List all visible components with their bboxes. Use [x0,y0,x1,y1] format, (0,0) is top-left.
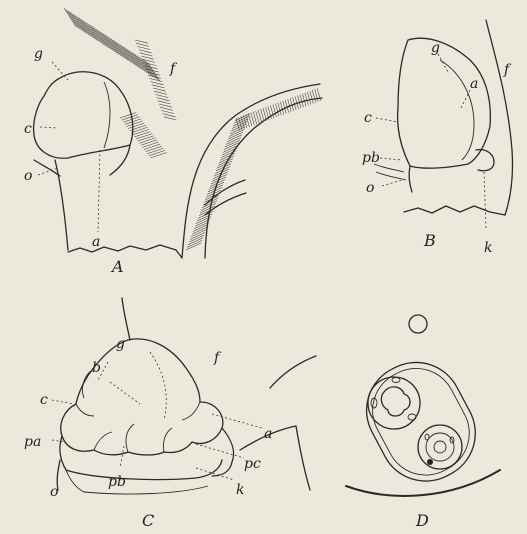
panel-b-inner-fold [440,60,474,160]
panel-d-lower-dot-left [425,434,429,440]
panel-b-spine [374,164,406,180]
panel-c-inner-dash [150,352,166,420]
panel-c-head [61,339,223,455]
panel-c-base-inner [66,470,208,494]
panel-a-bud-ridge [104,82,110,148]
panel-d-upper-ring [368,377,420,429]
panel-d-trefoil [381,387,410,416]
panel-b-bud [398,38,491,168]
label-a-o: o [24,168,32,184]
label-c-g: g [116,336,125,352]
panel-d-lower-ring-inner [426,433,454,461]
panel-d-lower-ring [418,425,462,469]
label-c-k: k [236,482,244,498]
label-b-o: o [366,180,374,196]
label-b-pb: pb [362,150,380,166]
panel-d-black-dot [427,459,433,465]
panel-a-stem-hatching [186,88,321,250]
panel-a: g f c o a A [24,8,322,276]
panel-b-lower-lobe [409,150,494,192]
caption-d: D [415,511,429,530]
caption-a: A [110,257,124,276]
panel-a-stem-outline [182,84,322,258]
panel-d-small-circle [409,315,427,333]
label-c-c: c [40,392,48,408]
panel-d-dot-top [392,378,400,383]
caption-c: C [142,511,154,530]
label-c-pb: pb [108,474,126,490]
panel-c-base [60,428,234,480]
panel-c-stem-line [122,298,316,388]
caption-b: B [423,231,436,250]
panel-a-shading-upper [64,8,177,158]
label-a-f: f [169,61,178,77]
label-b-c: c [364,110,372,126]
panel-c-lobe-lines [76,370,200,452]
label-b-g: g [431,40,440,56]
panel-b: g a f c pb o k B [362,20,513,256]
panel-a-cut-edge [68,245,182,258]
panel-a-bud [34,72,133,158]
panel-d-lower-ring-core [434,441,446,453]
label-c-pa: pa [24,434,41,450]
label-c-a: a [264,426,272,442]
label-c-o: o [50,484,58,500]
label-a-a: a [92,234,100,250]
panel-b-cut-edge [404,206,505,215]
label-c-f: f [213,350,222,366]
panel-d-arc [346,470,500,496]
label-c-b: b [92,360,101,376]
label-b-k: k [484,240,492,256]
panel-d: D [346,315,500,530]
label-c-pc: pc [244,456,261,472]
label-b-f: f [503,62,512,78]
label-b-a: a [470,76,478,92]
label-a-c: c [24,121,32,137]
panel-c: g f b c pa a pc o pb k C [24,298,316,530]
panel-d-section [350,346,491,497]
panel-a-side-branch [205,180,246,215]
label-a-g: g [34,46,43,62]
panel-d-dot-right [408,414,416,420]
